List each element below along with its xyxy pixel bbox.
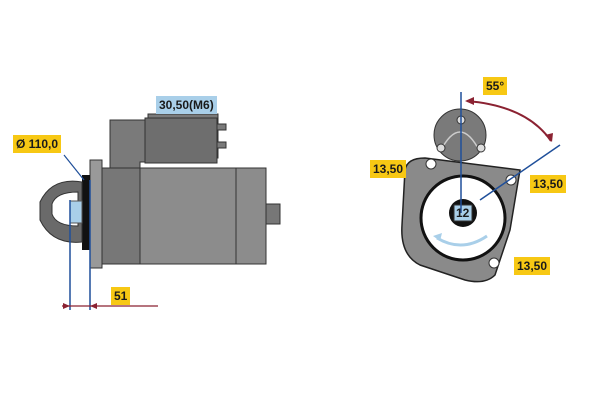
distance-label: 51 [111, 287, 131, 305]
hole-label-bottom: 13,50 [514, 257, 551, 275]
angle-label: 55° [483, 77, 508, 95]
hole-label-left: 13,50 [370, 160, 407, 178]
side-view-drawing [39, 113, 281, 310]
teeth-count-label: 12 [456, 206, 470, 220]
front-view-drawing [401, 92, 561, 283]
hole-label-right: 13,50 [530, 175, 567, 193]
terminal-label: 30,50(M6) [156, 96, 217, 114]
diameter-label: Ø 110,0 [13, 135, 62, 153]
